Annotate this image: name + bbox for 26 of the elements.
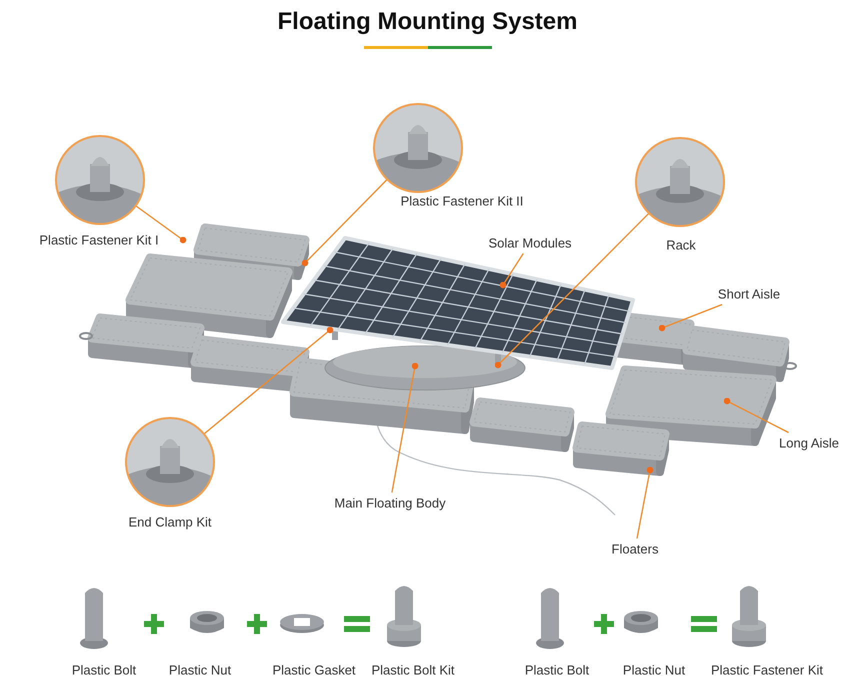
part-caption: Plastic Gasket [272,662,356,678]
leader-line [204,326,334,434]
leader-line [302,178,388,266]
leader-line [724,398,789,434]
callout-label: Rack [666,238,696,252]
callout-label: Solar Modules [488,236,572,250]
callout-label: Main Floating Body [334,496,446,510]
leader-line [658,304,722,332]
callout-label: End Clamp Kit [128,514,212,530]
part-caption: Plastic Fastener Kit [711,662,823,678]
part-caption: Plastic Bolt [72,662,136,678]
leader-line [135,205,186,244]
part-caption: Plastic Nut [168,662,232,678]
callout-label: Long Aisle [779,436,839,450]
part-caption: Plastic Bolt [524,662,590,678]
leader-line [500,253,524,288]
part-caption: Plastic Bolt Kit [371,662,455,678]
callout-label: Floaters [612,542,658,556]
part-caption: Plastic Nut [622,662,686,678]
leader-line [494,212,650,368]
leader-line [391,362,418,493]
diagram-title: Floating Mounting System [276,8,578,36]
callout-label: Short Aisle [718,286,780,302]
callout-label: Plastic Fastener Kit II [400,194,524,208]
callout-label: Plastic Fastener Kit I [39,232,159,248]
leader-line [636,466,654,539]
